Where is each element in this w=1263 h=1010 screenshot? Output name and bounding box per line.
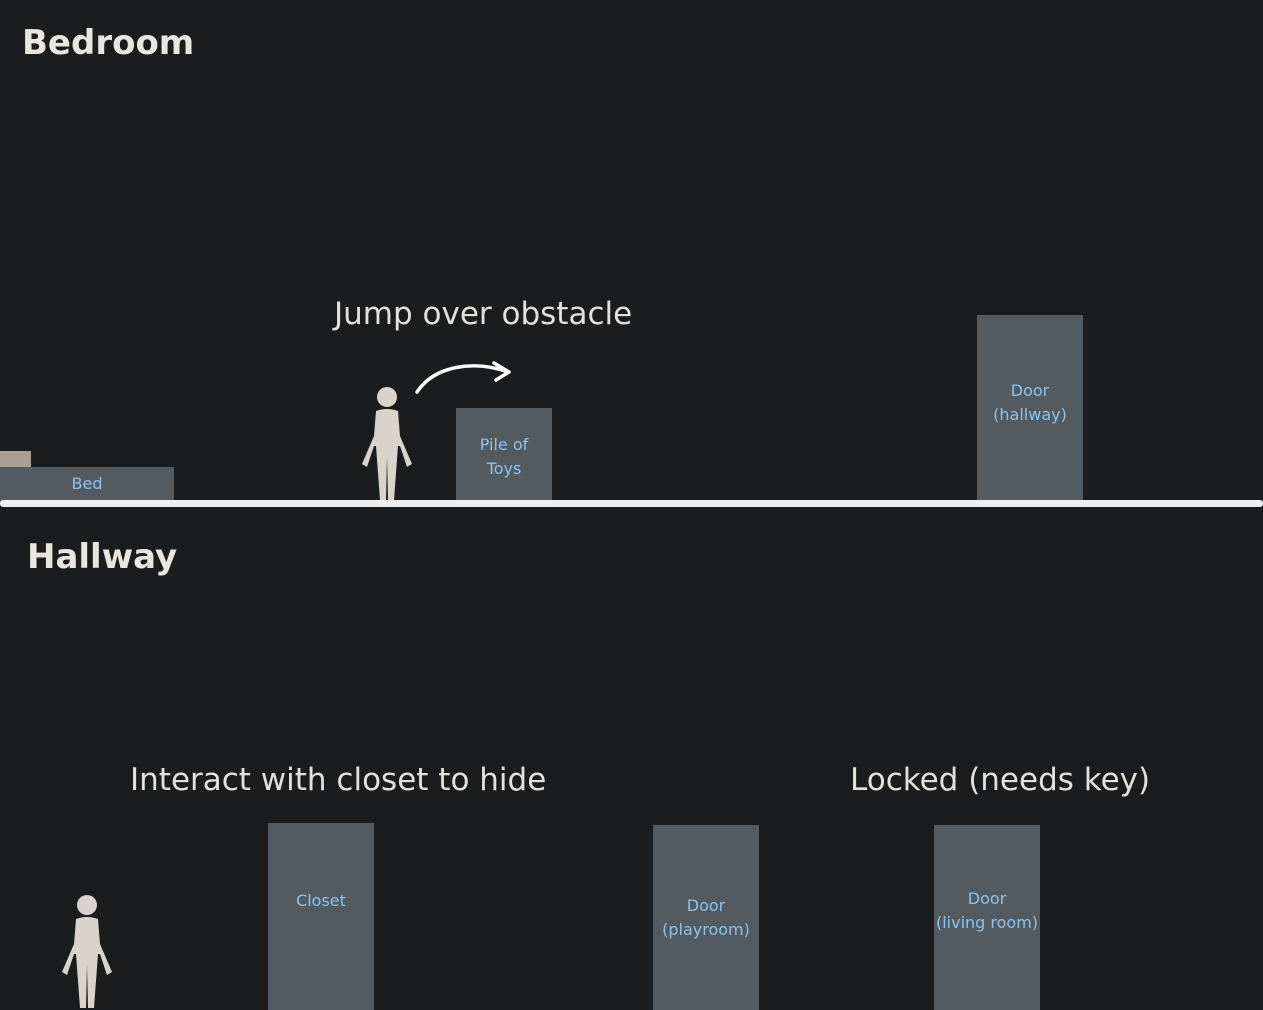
bedroom-title: Bedroom [22,23,195,63]
door-hallway-label-line2: (hallway) [993,405,1067,424]
toys-label-line1: Pile of [479,435,529,454]
player-person-icon[interactable] [360,386,414,502]
closet-hint-caption: Interact with closet to hide [130,762,547,798]
player-person-icon[interactable] [60,894,114,1010]
pile-of-toys-obstacle[interactable]: Pile of Toys [456,408,552,502]
door-living-label-line1: Door [967,889,1007,908]
locked-hint-caption: Locked (needs key) [850,762,1151,798]
jump-arrow-icon [415,361,511,394]
door-living-label-line2: (living room) [935,913,1039,932]
closet-hiding-spot[interactable]: Closet [268,823,374,1010]
door-hallway[interactable]: Door (hallway) [977,315,1083,502]
jump-hint-caption: Jump over obstacle [334,296,633,332]
door-living-room[interactable]: Door (living room) [934,825,1040,1010]
hallway-title: Hallway [27,537,178,577]
closet-label: Closet [296,891,346,910]
toys-label-line2: Toys [486,459,522,478]
bedroom-floor [0,500,1263,507]
door-playroom-label-line1: Door [686,896,726,915]
door-hallway-label-line1: Door [1010,381,1050,400]
door-playroom-label-line2: (playroom) [662,920,750,939]
bed-platform[interactable]: Bed [0,467,174,501]
bed-label: Bed [71,474,103,493]
bed-pillow [0,451,31,467]
door-playroom[interactable]: Door (playroom) [653,825,759,1010]
